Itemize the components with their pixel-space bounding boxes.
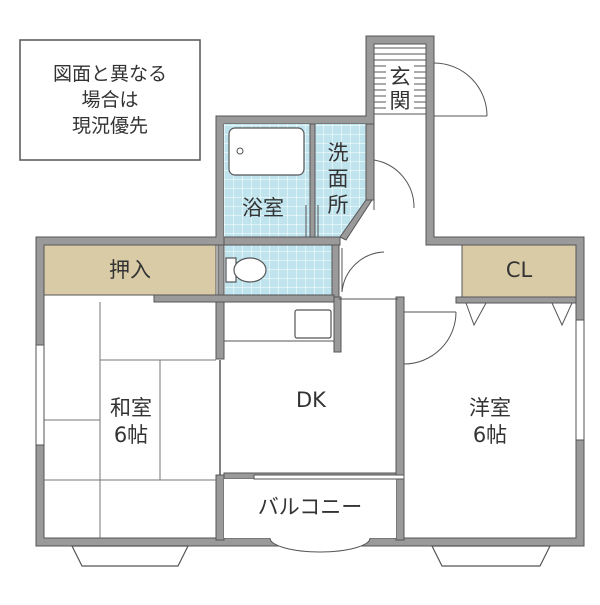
- notice-line-3: 現況優先: [72, 115, 148, 137]
- entrance-door[interactable]: [433, 62, 488, 117]
- cl-doors[interactable]: [465, 302, 573, 327]
- bay-windows: [71, 545, 551, 567]
- notice-box: 図面と異なる 場合は 現況優先: [19, 39, 201, 161]
- balcony-area: [224, 479, 396, 553]
- senmen-label-3: 所: [328, 193, 349, 217]
- washitsu-name: 和室: [110, 396, 152, 420]
- youshitsu-size: 6帖: [473, 423, 507, 447]
- tatami-lines: [44, 302, 216, 538]
- genkan-label-2: 関: [390, 89, 411, 113]
- senmen-label-2: 面: [328, 167, 349, 191]
- washroom-tile: [314, 124, 366, 237]
- kitchen-sink: [294, 309, 332, 339]
- toilet: [225, 257, 267, 283]
- cl-label: CL: [506, 258, 533, 282]
- yokushitsu-label: 浴室: [242, 196, 284, 220]
- youshitsu-name: 洋室: [469, 396, 511, 420]
- senmen-label-1: 洗: [328, 141, 349, 165]
- genkan-label-1: 玄: [390, 65, 411, 89]
- notice-line-2: 場合は: [81, 89, 138, 111]
- dk-label: DK: [296, 388, 327, 412]
- cl-area: [461, 244, 577, 298]
- balcony-label: バルコニー: [258, 495, 363, 519]
- bathtub: [228, 127, 305, 176]
- genkan-steps: [374, 47, 426, 115]
- notice-line-1: 図面と異なる: [53, 63, 167, 85]
- windows: [35, 319, 585, 480]
- oshiire-area: [43, 244, 217, 296]
- toilet-door[interactable]: [341, 248, 385, 293]
- washroom-door[interactable]: [373, 159, 415, 210]
- washitsu-size: 6帖: [114, 423, 148, 447]
- youshitsu-door[interactable]: [403, 311, 457, 365]
- oshiire-label: 押入: [109, 258, 151, 282]
